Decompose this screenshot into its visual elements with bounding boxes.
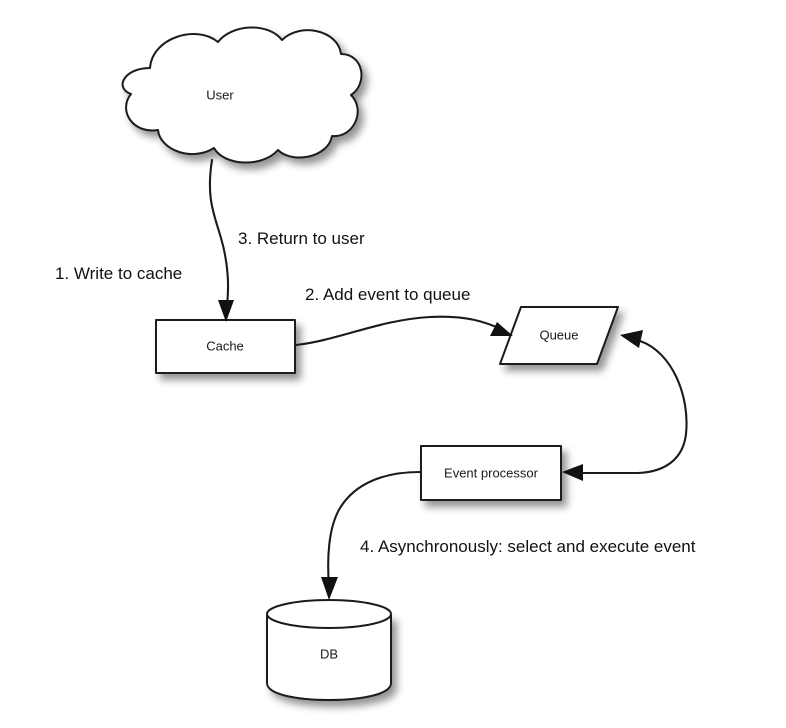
edge-user-to-cache-arrowhead xyxy=(218,300,234,322)
edge-processor-to-queue[interactable] xyxy=(620,330,688,475)
node-cache[interactable]: Cache xyxy=(155,319,296,374)
edge-cache-to-queue-arrowhead xyxy=(490,322,513,336)
step-label-4: 4. Asynchronously: select and execute ev… xyxy=(360,537,696,556)
node-queue[interactable]: Queue xyxy=(499,306,619,365)
edge-processor-to-queue-arrowhead xyxy=(620,330,643,348)
node-user-label: User xyxy=(206,87,234,102)
node-event-processor-label: Event processor xyxy=(444,465,539,480)
edge-processor-to-db[interactable] xyxy=(321,470,422,600)
cloud-shape xyxy=(121,26,363,164)
edge-user-to-cache-line xyxy=(208,158,230,313)
node-user[interactable]: User xyxy=(121,26,363,164)
db-body-shape xyxy=(266,614,392,701)
edge-processor-to-db-arrowhead xyxy=(321,577,338,600)
edge-cache-to-queue[interactable] xyxy=(294,315,513,347)
db-top-ellipse xyxy=(266,599,392,629)
node-db[interactable]: DB xyxy=(266,599,392,701)
edge-queue-to-processor[interactable] xyxy=(562,464,640,481)
step-label-2: 2. Add event to queue xyxy=(305,285,470,304)
edge-processor-to-db-line xyxy=(327,470,422,588)
cache-shape xyxy=(155,319,296,374)
edge-user-to-cache[interactable] xyxy=(208,158,234,322)
node-event-processor[interactable]: Event processor xyxy=(420,445,562,501)
edge-cache-to-queue-line xyxy=(294,315,505,347)
event-processor-shape xyxy=(420,445,562,501)
step-label-3: 3. Return to user xyxy=(238,229,365,248)
edge-processor-to-queue-line xyxy=(636,339,688,475)
node-db-label: DB xyxy=(320,646,338,661)
queue-shape xyxy=(499,306,619,365)
edge-queue-to-processor-arrowhead xyxy=(562,464,583,481)
node-queue-label: Queue xyxy=(539,327,578,342)
node-cache-label: Cache xyxy=(206,338,244,353)
step-label-1: 1. Write to cache xyxy=(55,264,182,283)
